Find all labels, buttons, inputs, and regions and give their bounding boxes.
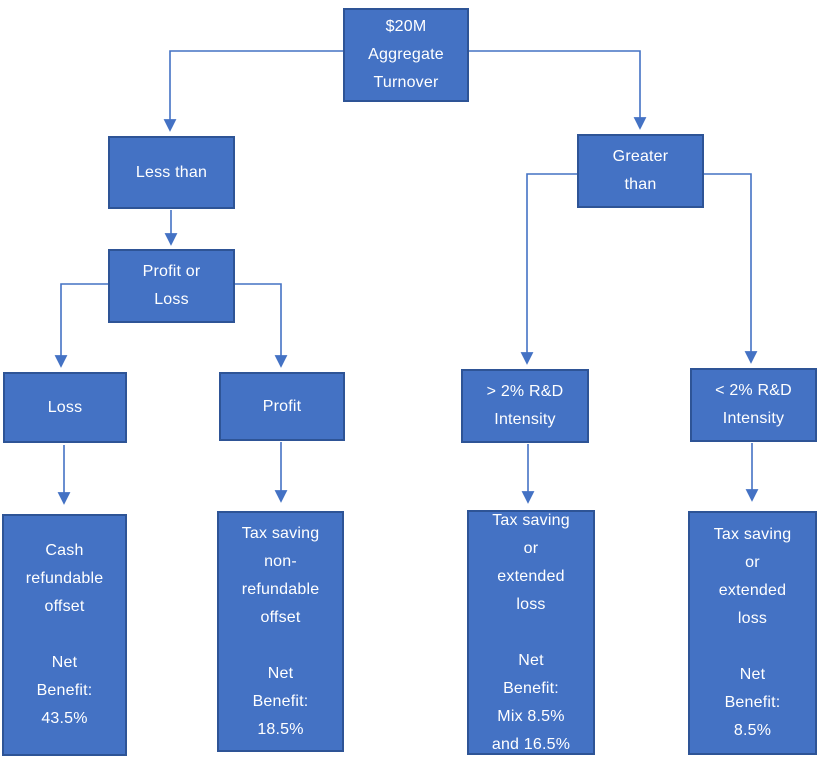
connector-arrow-profitorloss-loss [54, 283, 108, 368]
node-less-than: Less than [108, 136, 235, 209]
connector-arrow-turnover-greaterthan [469, 50, 647, 130]
node-tax-saving-extended-loss-mix: Tax saving or extended loss Net Benefit:… [467, 510, 595, 755]
connector-arrow-turnover-lessthan [163, 50, 343, 132]
node-loss: Loss [3, 372, 127, 443]
node-tax-saving-extended-loss-85: Tax saving or extended loss Net Benefit:… [688, 511, 817, 755]
connector-arrow-greaterthan-lt2pct [704, 173, 758, 364]
node-gt-2pct-rd-intensity: > 2% R&D Intensity [461, 369, 589, 443]
node-tax-saving-non-refundable-offset: Tax saving non- refundable offset Net Be… [217, 511, 344, 752]
node-greater-than: Greater than [577, 134, 704, 208]
node-profit: Profit [219, 372, 345, 441]
node-profit-or-loss: Profit or Loss [108, 249, 235, 323]
node-cash-refundable-offset: Cash refundable offset Net Benefit: 43.5… [2, 514, 127, 756]
node-20m-aggregate-turnover: $20M Aggregate Turnover [343, 8, 469, 102]
connector-arrow-greaterthan-gt2pct [520, 173, 577, 365]
node-lt-2pct-rd-intensity: < 2% R&D Intensity [690, 368, 817, 442]
connector-arrow-profitorloss-profit [235, 283, 288, 368]
